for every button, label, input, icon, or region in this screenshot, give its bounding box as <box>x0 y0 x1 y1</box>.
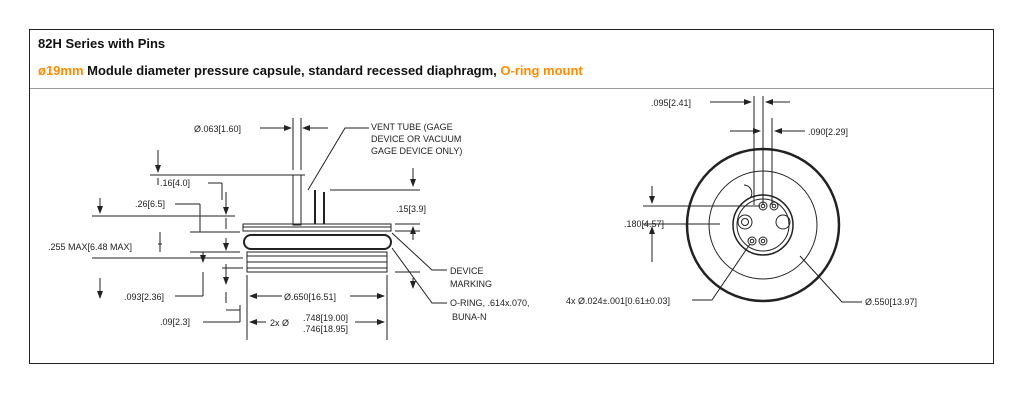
dim-748: .748[19.00] <box>303 313 348 323</box>
vent-tube-note-line-2: DEVICE OR VACUUM <box>371 134 461 144</box>
dim-748-prefix: 2x Ø <box>270 318 289 328</box>
oring-note-line-1: O-RING, .614x.070, <box>450 298 530 308</box>
vent-tube <box>292 174 302 226</box>
dim-746: .746[18.95] <box>303 324 348 334</box>
vent-tube-note-line-3: GAGE DEVICE ONLY) <box>371 146 462 156</box>
dim-095: .095[2.41] <box>651 98 691 108</box>
pin-4 <box>758 236 768 246</box>
subtitle-main: Module diameter pressure capsule, standa… <box>83 63 501 78</box>
dim-pin-diameter: 4x Ø.024±.001[0.61±0.03] <box>566 296 670 306</box>
dim-16: .16[4.0] <box>160 178 190 188</box>
dim-550: Ø.550[13.97] <box>865 297 917 307</box>
oring-note-line-2: BUNA-N <box>452 312 487 322</box>
drawing-frame <box>29 29 994 364</box>
vent-tube-note-line-1: VENT TUBE (GAGE <box>371 122 453 132</box>
device-marking-line-2: MARKING <box>450 279 492 289</box>
dim-180: .180[4.57] <box>624 219 664 229</box>
pin-2 <box>769 201 779 211</box>
side-view <box>92 118 447 340</box>
dim-090: .090[2.29] <box>808 127 848 137</box>
page-subtitle: ø19mm Module diameter pressure capsule, … <box>38 63 583 78</box>
dim-15: .15[3.9] <box>396 204 426 214</box>
dim-26: .26[6.5] <box>135 199 165 209</box>
device-marking-line-1: DEVICE <box>450 266 484 276</box>
header-separator <box>30 88 993 89</box>
o-ring <box>243 234 392 250</box>
vent-hole <box>737 214 753 230</box>
dim-09: .09[2.3] <box>160 317 190 327</box>
end-view <box>643 96 862 303</box>
dim-650: Ø.650[16.51] <box>284 292 336 302</box>
dim-vent-diameter: Ø.063[1.60] <box>194 124 241 134</box>
dim-093: .093[2.36] <box>124 292 164 302</box>
subtitle-mount: O-ring mount <box>500 63 583 78</box>
dim-255-max: .255 MAX[6.48 MAX] <box>48 242 132 252</box>
center-hole <box>775 214 791 230</box>
page-title: 82H Series with Pins <box>38 36 166 51</box>
subtitle-diameter: ø19mm <box>38 63 84 78</box>
pin-3 <box>747 236 757 246</box>
